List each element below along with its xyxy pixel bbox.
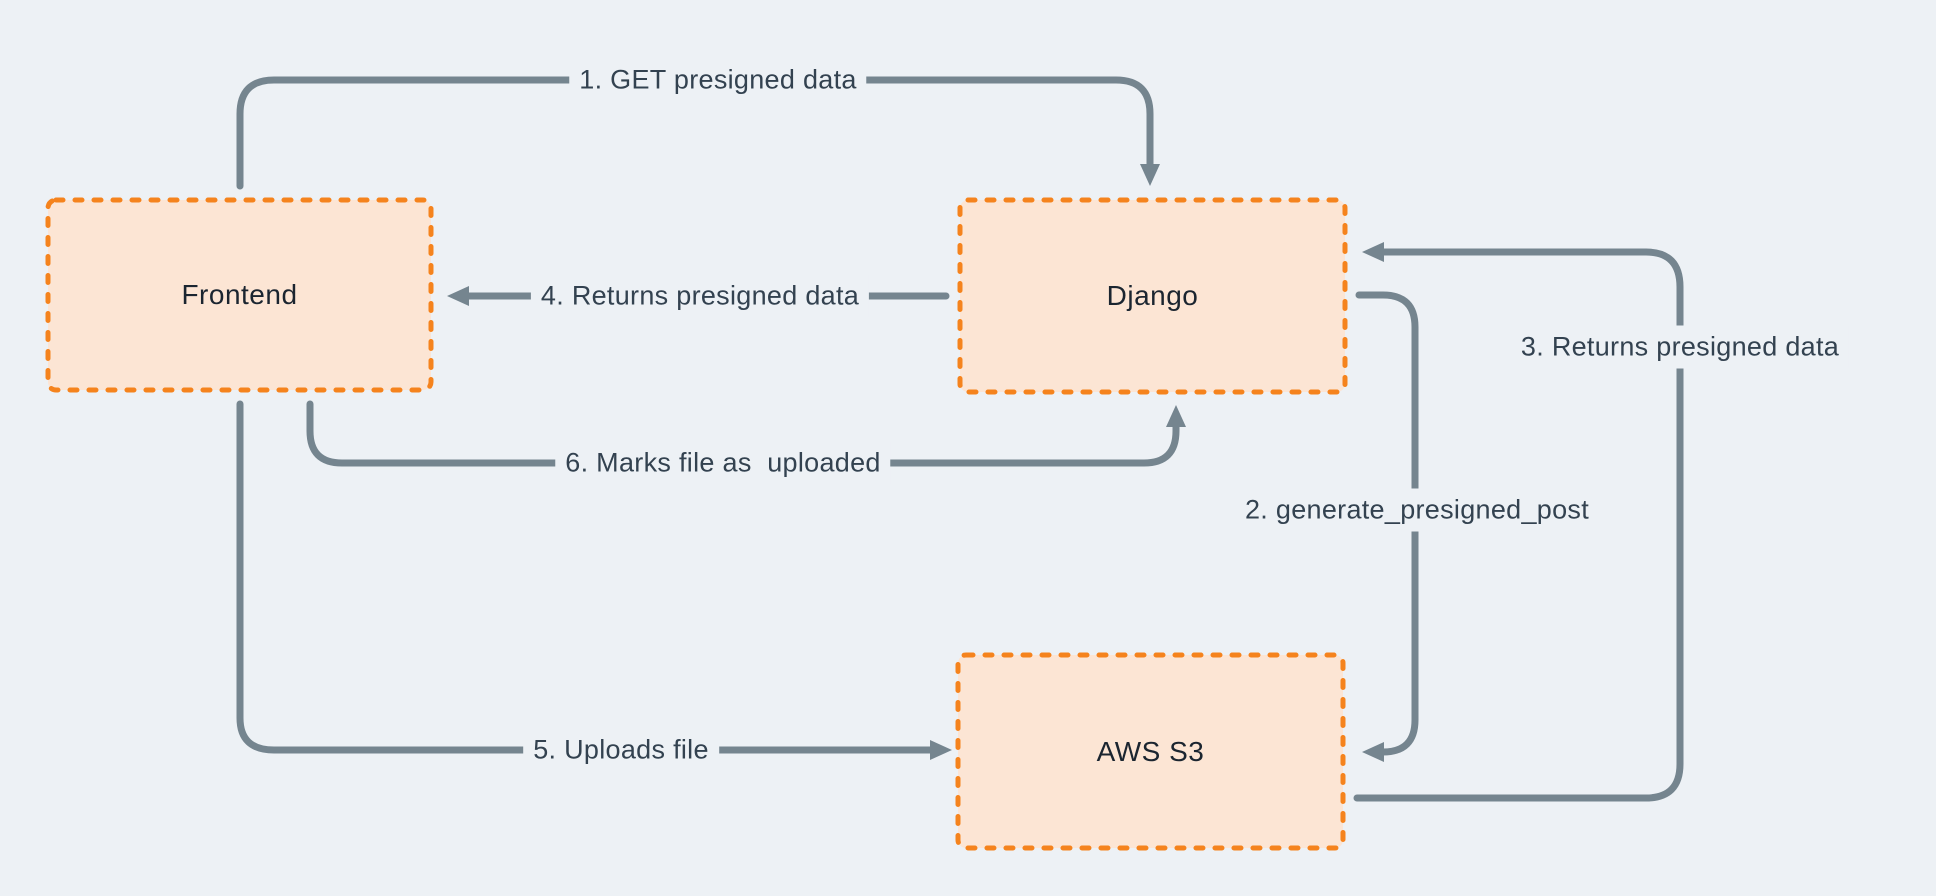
node-frontend-label: Frontend [181, 279, 298, 310]
node-django-box [957, 197, 1348, 395]
edge-label-6-marks-file-as-uploaded: 6. Marks file as uploaded [555, 441, 891, 485]
node-aws-s3-label: AWS S3 [1096, 735, 1205, 767]
node-aws-s3: AWS S3 [958, 655, 1343, 848]
edge-5-frontend-to-aws-s3 [236, 400, 952, 760]
edge-3-aws-s3-to-django [1353, 242, 1684, 802]
edge-label-2-generate-presigned-post: 2. generate_presigned_post [1234, 488, 1600, 532]
node-aws-s3-box [955, 652, 1346, 851]
edge-label-4-returns-presigned-data: 4. Returns presigned data [530, 274, 870, 318]
edge-label-1-get-presigned-data: 1. GET presigned data [569, 58, 867, 102]
edge-label-3-returns-presigned-data: 3. Returns presigned data [1510, 325, 1850, 369]
node-frontend-box [45, 197, 434, 393]
node-django-label: Django [1106, 280, 1199, 311]
edge-label-5-uploads-file: 5. Uploads file [523, 728, 719, 772]
node-django: Django [960, 200, 1345, 392]
node-frontend: Frontend [48, 200, 431, 390]
